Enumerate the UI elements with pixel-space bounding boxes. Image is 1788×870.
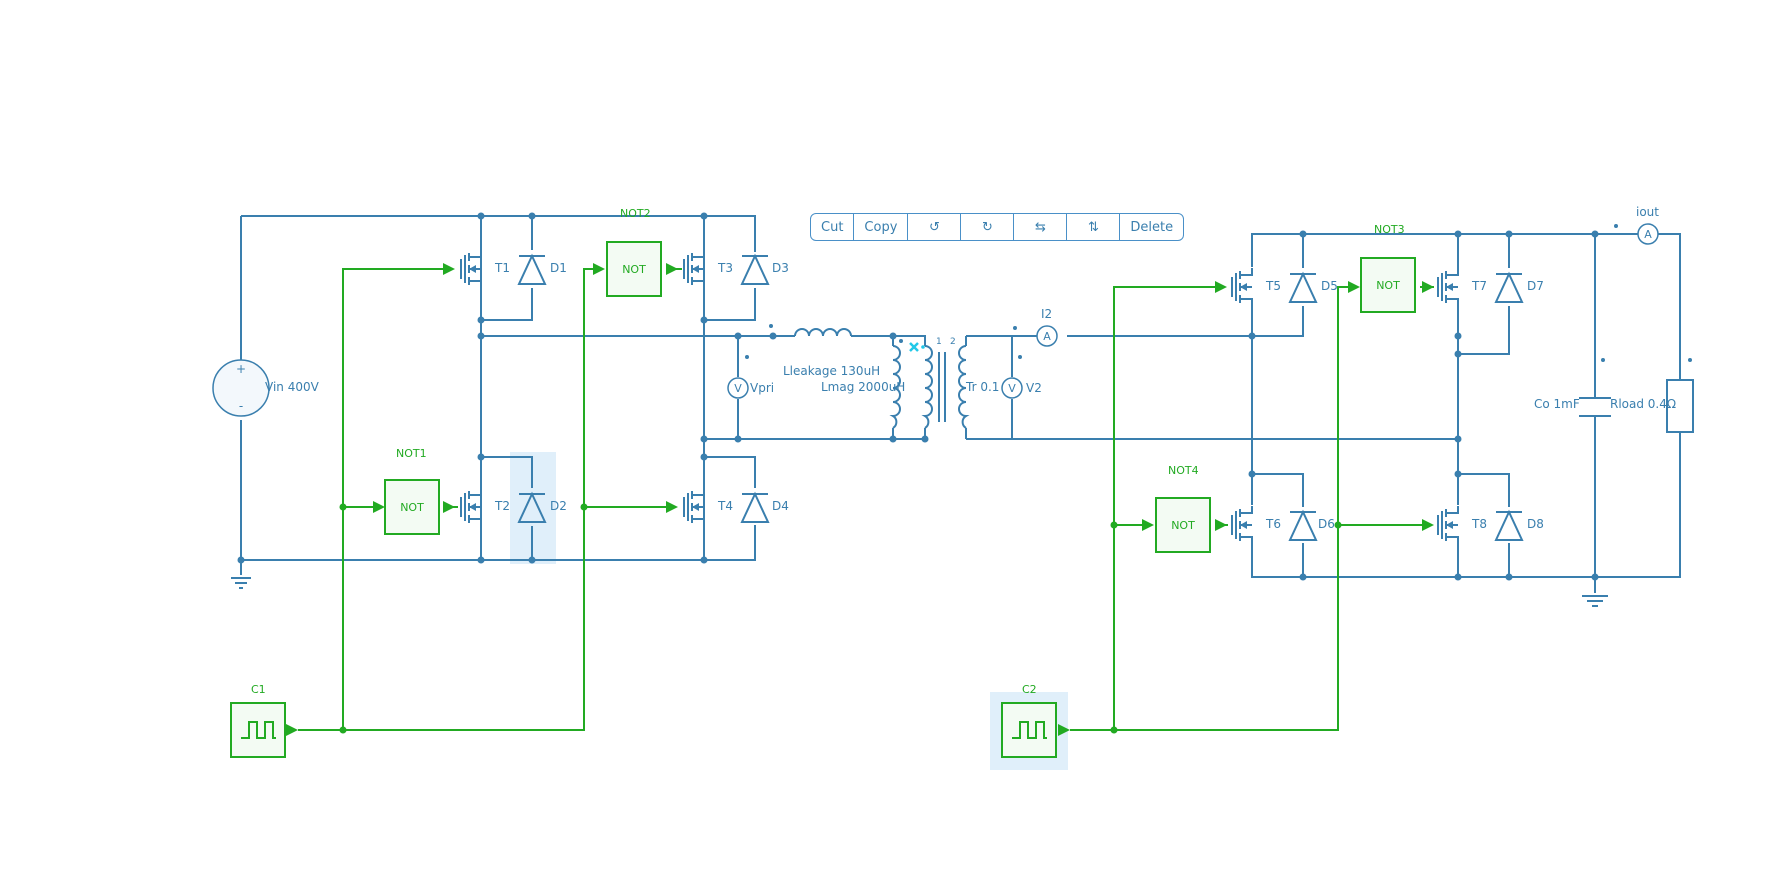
- diode-d8[interactable]: [1495, 511, 1523, 541]
- resistor-rload[interactable]: [1666, 379, 1694, 433]
- ground-icon-right: [1582, 595, 1608, 607]
- c2-label: C2: [1022, 683, 1037, 696]
- mosfet-t2[interactable]: [460, 487, 482, 527]
- diode-d3[interactable]: [741, 255, 769, 285]
- t5-label: T5: [1265, 279, 1281, 293]
- not3-text: NOT: [1376, 279, 1400, 292]
- diode-d1[interactable]: [518, 255, 546, 285]
- gate-signal-wires: [298, 268, 1434, 731]
- secondary-junctions: [1248, 224, 1692, 581]
- primary-power-wires: [240, 215, 926, 575]
- mosfet-t6[interactable]: [1231, 505, 1253, 545]
- tr-pin2-label: 2: [950, 337, 956, 347]
- tr-pin1-label: 1: [936, 337, 942, 347]
- lmag-label: Lmag 2000uH: [821, 380, 905, 394]
- vin-minus-label: -: [239, 399, 243, 413]
- diode-d4[interactable]: [741, 493, 769, 523]
- mosfet-t1[interactable]: [460, 249, 482, 289]
- delete-button[interactable]: Delete: [1130, 219, 1174, 235]
- clock-source-c1[interactable]: [230, 702, 286, 758]
- i2-symbol: A: [1043, 330, 1051, 343]
- vin-source[interactable]: + -: [212, 359, 270, 417]
- flip-vertical-icon[interactable]: ⇅: [1067, 214, 1121, 240]
- primary-junctions: [237, 212, 929, 564]
- not2-label: NOT2: [620, 207, 651, 220]
- not3-label: NOT3: [1374, 223, 1405, 236]
- vin-label: Vin 400V: [265, 380, 320, 394]
- v2-label: V2: [1026, 381, 1042, 395]
- voltmeter-vpri[interactable]: V: [727, 355, 749, 399]
- transformer-tr[interactable]: [899, 336, 1022, 439]
- ground-icon: [231, 577, 251, 589]
- d4-label: D4: [772, 499, 789, 513]
- selection-toolbar: Cut Copy ↺ ↻ ⇆ ⇅ Delete: [810, 213, 1185, 241]
- inductor-lmag[interactable]: [889, 345, 901, 429]
- mosfet-t8[interactable]: [1437, 505, 1459, 545]
- capacitor-co[interactable]: [1579, 397, 1611, 417]
- d6-label: D6: [1318, 517, 1335, 531]
- copy-button[interactable]: Copy: [854, 214, 909, 240]
- square-wave-icon: [1012, 721, 1047, 739]
- diode-d6[interactable]: [1289, 511, 1317, 541]
- gate-arrowheads: [286, 263, 1434, 736]
- t3-label: T3: [717, 261, 733, 275]
- t6-label: T6: [1265, 517, 1281, 531]
- tr-label: Tr 0.1: [965, 380, 999, 394]
- mosfet-t5[interactable]: [1231, 267, 1253, 307]
- not4-label: NOT4: [1168, 464, 1199, 477]
- square-wave-icon: [241, 721, 276, 739]
- vpri-label: Vpri: [750, 381, 774, 395]
- t4-label: T4: [717, 499, 733, 513]
- d3-label: D3: [772, 261, 789, 275]
- clock-source-c2[interactable]: [1001, 702, 1057, 758]
- ammeter-iout[interactable]: A: [1637, 223, 1659, 245]
- mosfet-t4[interactable]: [683, 487, 705, 527]
- not2-text: NOT: [622, 263, 646, 276]
- t2-label: T2: [494, 499, 510, 513]
- not-gate-not3[interactable]: NOT: [1360, 257, 1416, 313]
- cursor-cross-icon: [909, 342, 925, 352]
- mosfet-t3[interactable]: [683, 249, 705, 289]
- lleakage-label: Lleakage 130uH: [783, 364, 880, 378]
- not1-text: NOT: [400, 501, 424, 514]
- diode-d7[interactable]: [1495, 273, 1523, 303]
- d5-label: D5: [1321, 279, 1338, 293]
- cut-button[interactable]: Cut: [811, 214, 855, 240]
- d8-label: D8: [1527, 517, 1544, 531]
- flip-horizontal-icon[interactable]: ⇆: [1014, 214, 1068, 240]
- co-label: Co 1mF: [1534, 397, 1580, 411]
- inductor-lleakage[interactable]: [769, 324, 855, 337]
- vin-plus-label: +: [236, 362, 246, 376]
- t1-label: T1: [494, 261, 510, 275]
- iout-symbol: A: [1644, 228, 1652, 241]
- mosfet-t7[interactable]: [1437, 267, 1459, 307]
- iout-label: iout: [1636, 205, 1659, 219]
- voltmeter-v2[interactable]: V: [1001, 377, 1023, 399]
- v2-symbol: V: [1008, 382, 1016, 395]
- c1-label: C1: [251, 683, 266, 696]
- gate-junctions: [339, 503, 1342, 734]
- d7-label: D7: [1527, 279, 1544, 293]
- not-gate-not2[interactable]: NOT: [606, 241, 662, 297]
- d1-label: D1: [550, 261, 567, 275]
- t7-label: T7: [1471, 279, 1487, 293]
- i2-label: I2: [1041, 307, 1052, 321]
- rotate-ccw-icon[interactable]: ↺: [908, 214, 962, 240]
- t8-label: T8: [1471, 517, 1487, 531]
- rotate-cw-icon[interactable]: ↻: [961, 214, 1015, 240]
- ammeter-i2[interactable]: A: [1013, 325, 1058, 347]
- not-gate-not4[interactable]: NOT: [1155, 497, 1211, 553]
- diode-d5[interactable]: [1289, 273, 1317, 303]
- not4-text: NOT: [1171, 519, 1195, 532]
- vpri-symbol: V: [734, 382, 742, 395]
- not1-label: NOT1: [396, 447, 427, 460]
- rload-label: Rload 0.4Ω: [1610, 397, 1676, 411]
- d2-label: D2: [550, 499, 567, 513]
- not-gate-not1[interactable]: NOT: [384, 479, 440, 535]
